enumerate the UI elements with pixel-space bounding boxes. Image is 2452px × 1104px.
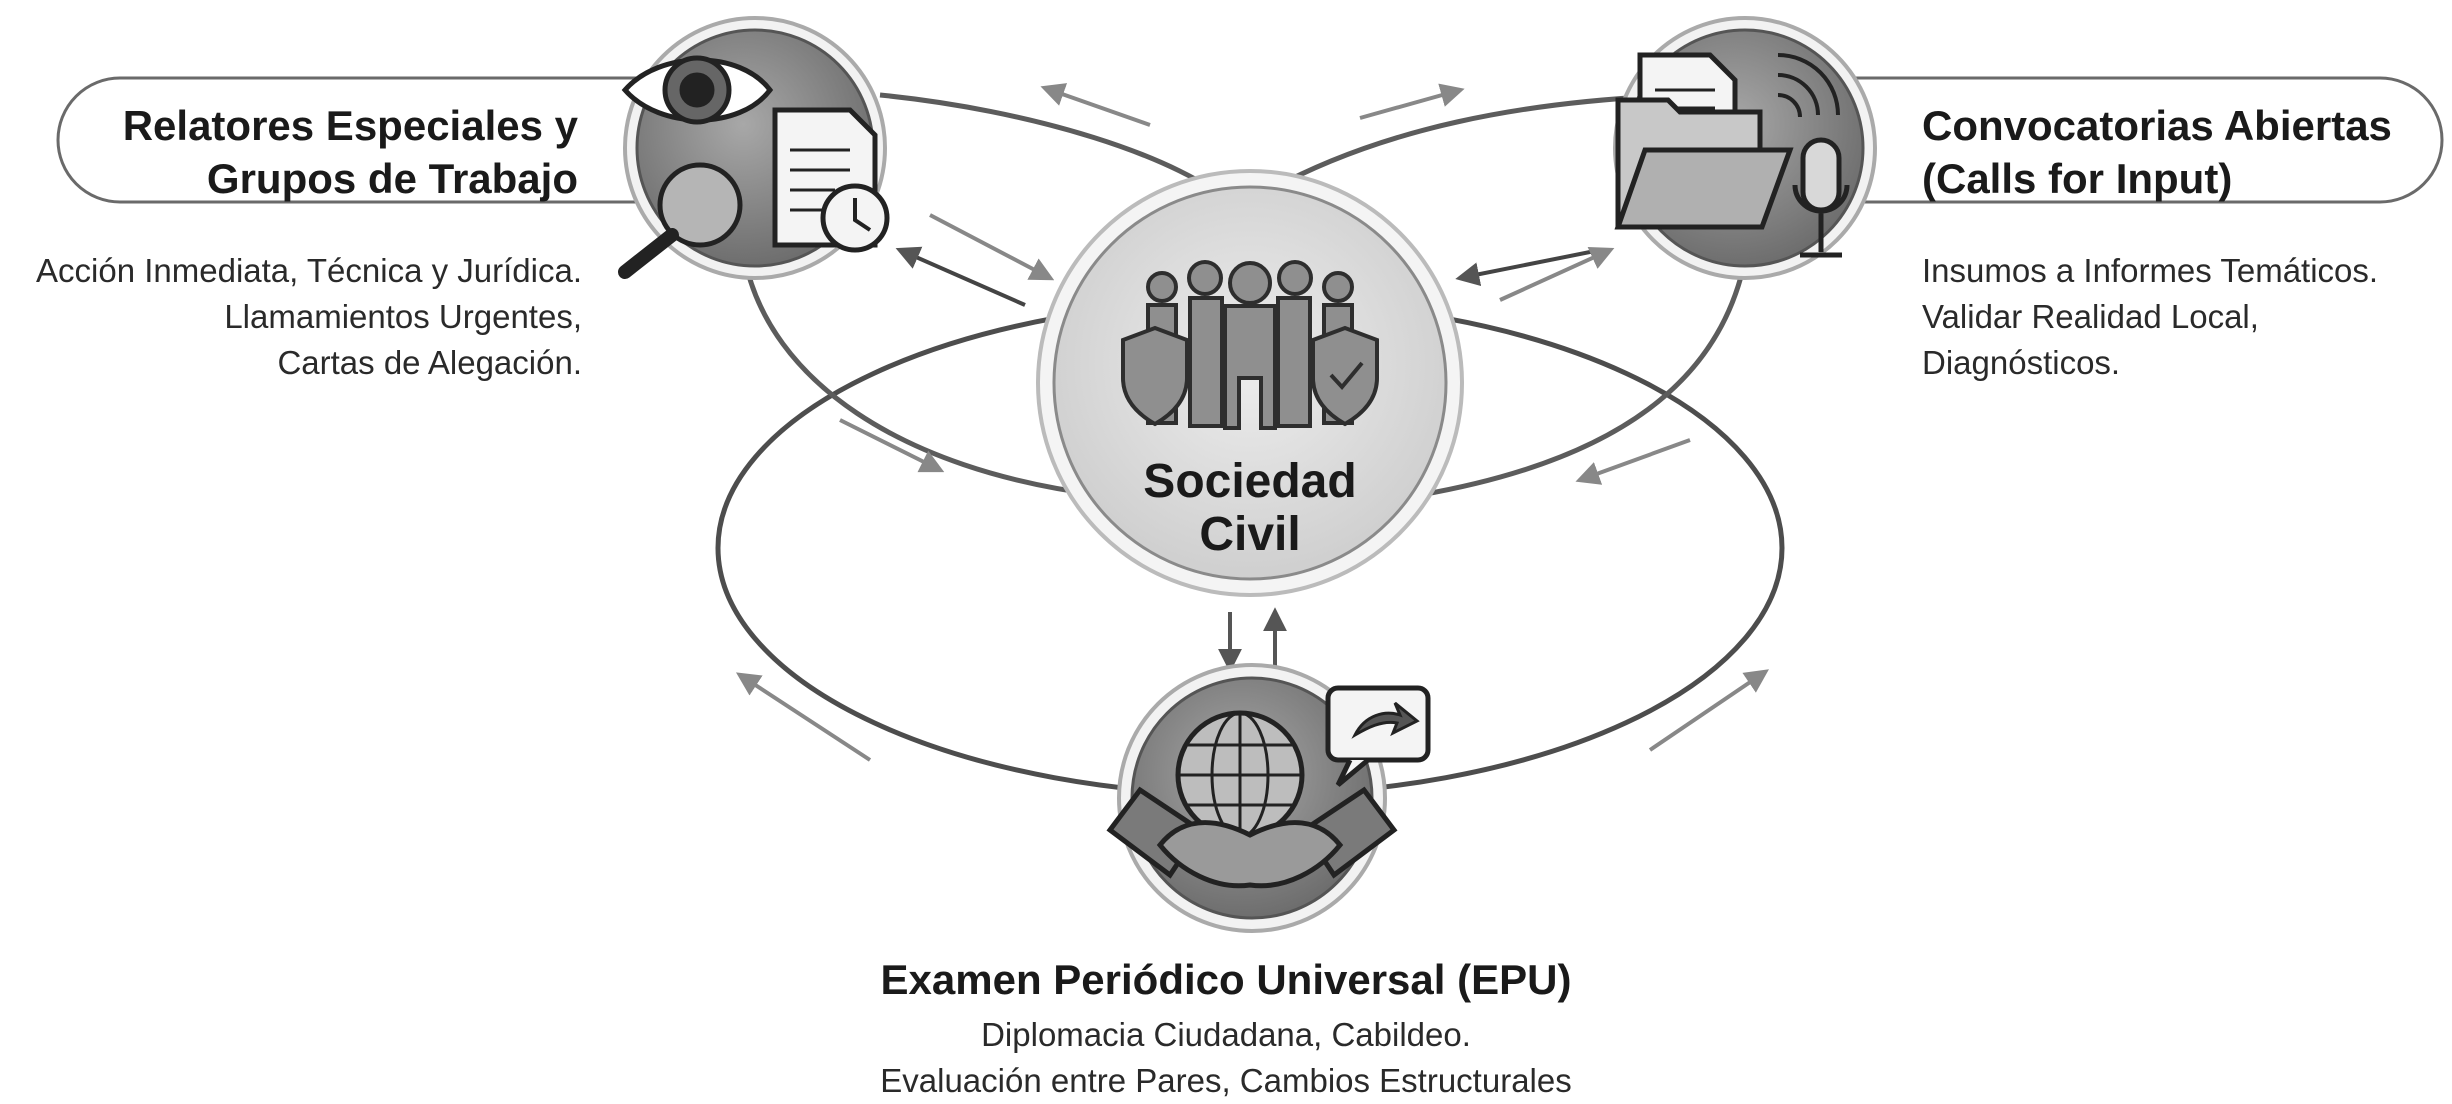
left-node: Relatores Especiales y Grupos de Trabajo — [123, 16, 890, 280]
left-title-line1: Relatores Especiales y — [123, 102, 579, 149]
center-label-line2: Civil — [1199, 508, 1300, 561]
bottom-description: Diplomacia Ciudadana, Cabildeo. Evaluaci… — [726, 1012, 1726, 1104]
left-desc-line: Llamamientos Urgentes, — [224, 298, 582, 335]
bottom-desc-line: Diplomacia Ciudadana, Cabildeo. — [981, 1016, 1471, 1053]
globe-handshake-share-icon — [1106, 685, 1431, 889]
right-node: Convocatorias Abiertas (Calls for Input) — [1613, 16, 2392, 280]
pill-left — [56, 76, 640, 204]
left-description: Acción Inmediata, Técnica y Jurídica. Ll… — [0, 248, 582, 386]
right-desc-line: Diagnósticos. — [1922, 344, 2121, 381]
right-title-line1: Convocatorias Abiertas — [1922, 102, 2392, 149]
left-desc-line: Acción Inmediata, Técnica y Jurídica. — [36, 252, 582, 289]
bottom-desc-line: Evaluación entre Pares, Cambios Estructu… — [880, 1062, 1572, 1099]
flow-arrows — [735, 83, 1769, 762]
right-desc-line: Validar Realidad Local, — [1922, 298, 2259, 335]
folder-document-microphone-icon — [1614, 52, 1850, 258]
center-node: Sociedad Civil — [1036, 169, 1464, 597]
left-desc-line: Cartas de Alegación. — [277, 344, 582, 381]
right-description: Insumos a Informes Temáticos. Validar Re… — [1922, 248, 2452, 386]
pill-right — [1810, 76, 2444, 204]
left-title-line2: Grupos de Trabajo — [207, 155, 578, 202]
bottom-node — [1106, 663, 1431, 933]
eye-magnifier-document-clock-icon — [618, 55, 890, 279]
right-title-line2: (Calls for Input) — [1922, 155, 2232, 202]
bottom-title: Examen Periódico Universal (EPU) — [880, 956, 1572, 1003]
center-label-line1: Sociedad — [1143, 455, 1356, 508]
people-shields-icon — [1121, 260, 1379, 430]
right-desc-line: Insumos a Informes Temáticos. — [1922, 252, 2379, 289]
